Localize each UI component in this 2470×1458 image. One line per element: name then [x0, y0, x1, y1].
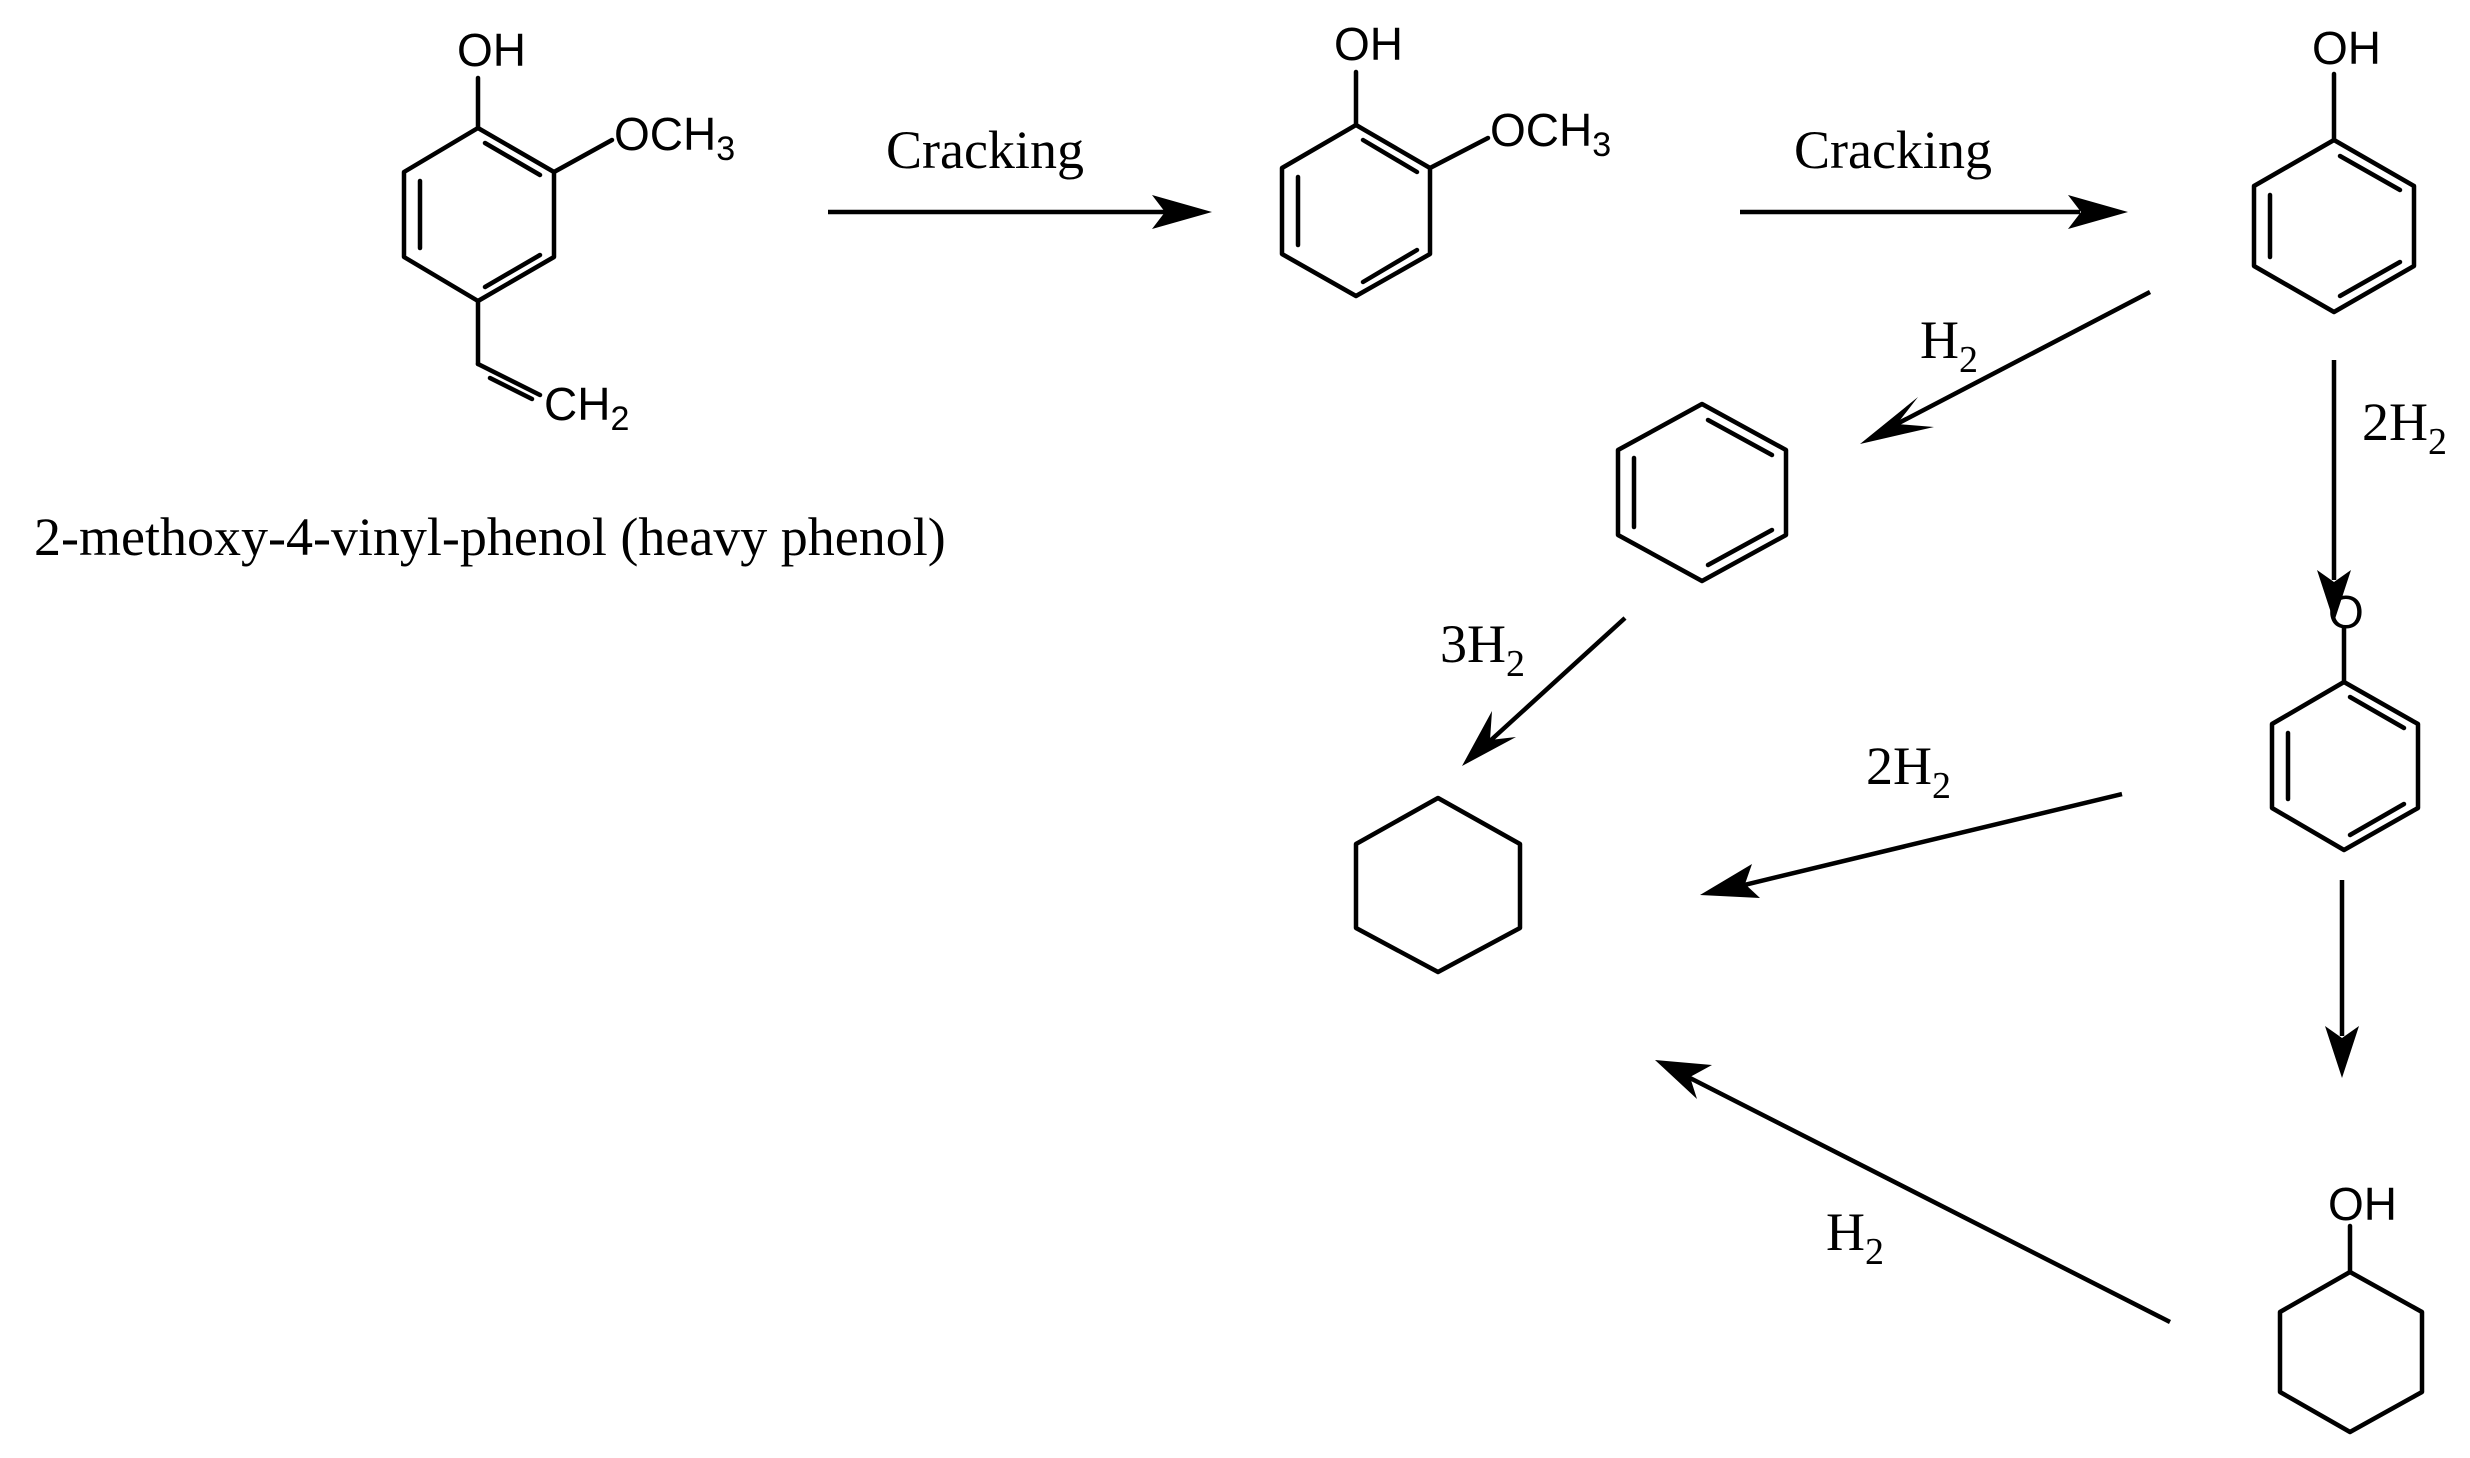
hydroxyl-label: OH: [2328, 1178, 2397, 1230]
arrow-cyclohexanone-to-cyclohexanol: [2325, 880, 2359, 1078]
phenol-structure: OH: [2251, 22, 2417, 315]
arrow-phenol-to-benzene: [1860, 290, 2152, 444]
heavy-phenol-caption: 2-methoxy-4-vinyl-phenol (heavy phenol): [34, 507, 946, 567]
cracking-label-2: Cracking: [1794, 120, 1992, 180]
cyclohexane-ring: [1353, 795, 1523, 975]
cyclohexanol-structure: OH: [2277, 1178, 2425, 1435]
phenol-double-bond: [2337, 153, 2403, 193]
cyclohexanone-double-bond: [2347, 694, 2407, 731]
guaiacol-ring: [1279, 122, 1433, 299]
methoxy-bond: [1427, 135, 1491, 171]
phenol-ring: [2251, 137, 2417, 315]
reagent-2h2-phenol-to-cyclohexanone: 2H2: [2362, 392, 2447, 463]
methoxy-label: OCH3: [1490, 104, 1611, 164]
arrow-benzene-to-cyclohexane: [1462, 616, 1627, 766]
benzene-double-bond: [1705, 417, 1775, 458]
phenol-double-bond: [2337, 259, 2403, 299]
methoxy-bond: [551, 137, 615, 175]
reagent-h2-cyclohexanol-to-cyclohexane: H2: [1826, 1202, 1884, 1273]
hydroxyl-label: OH: [2312, 22, 2381, 74]
vinyl-double-bond: [487, 375, 535, 402]
arrow-cracking-1: [828, 195, 1212, 229]
cyclohexanone-double-bond: [2347, 801, 2407, 838]
cyclohexane-structure: [1353, 795, 1523, 975]
benzene-ring: [1615, 401, 1789, 584]
arrow-cracking-2: [1740, 195, 2128, 229]
hydroxyl-label: OH: [457, 24, 526, 76]
cyclohexanone-ring: [2269, 679, 2421, 853]
cyclohexanone-structure: O: [2269, 586, 2421, 853]
hydroxyl-label: OH: [1334, 18, 1403, 70]
arrow-phenol-to-cyclohexanone: [2317, 360, 2351, 622]
guaiacol-double-bond: [1360, 247, 1420, 285]
vinyl-double-bond: [475, 361, 543, 398]
vinyl-guaiacol-structure: OH OCH3 CH2: [401, 24, 735, 438]
methoxy-label: OCH3: [614, 108, 735, 168]
cyclohexanol-ring: [2277, 1269, 2425, 1435]
guaiacol-double-bond: [1360, 137, 1420, 175]
vinyl-guaiacol-ring: [401, 125, 557, 304]
reagent-h2-phenol-to-benzene: H2: [1920, 310, 1978, 381]
cracking-label-1: Cracking: [886, 120, 1084, 180]
reagent-3h2-benzene-to-cyclohexane: 3H2: [1440, 614, 1525, 685]
arrow-cyclohexanone-to-cyclohexane: [1700, 791, 2123, 898]
arrow-cyclohexanol-to-cyclohexane: [1655, 1060, 2172, 1325]
benzene-double-bond: [1705, 527, 1775, 568]
vinyl-label: CH2: [544, 378, 629, 438]
guaiacol-structure: OH OCH3: [1279, 18, 1611, 299]
vinyl-guaiacol-double-bond: [482, 140, 543, 178]
benzene-structure: [1615, 401, 1789, 584]
vinyl-guaiacol-double-bond: [482, 252, 543, 290]
reagent-2h2-cyclohexanone-to-cyclohexane: 2H2: [1866, 736, 1951, 807]
